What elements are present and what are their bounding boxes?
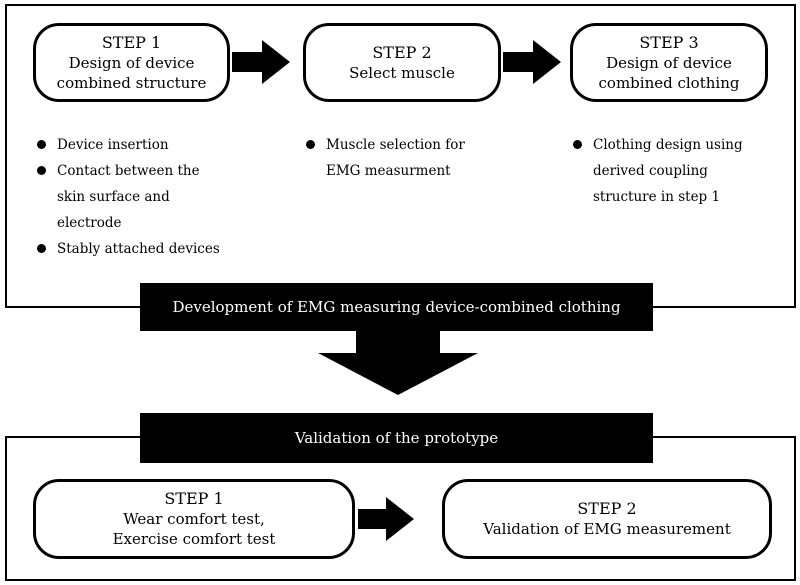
- step-3-bullet-list: Clothing design using derived coupling s…: [573, 132, 783, 210]
- top-step-1-desc: Design of device combined structure: [56, 53, 207, 92]
- top-step-1-title: STEP 1: [101, 32, 162, 52]
- top-step-2-title: STEP 2: [372, 42, 432, 62]
- development-banner: Development of EMG measuring device-comb…: [140, 283, 653, 331]
- list-item: Clothing design using derived coupling s…: [573, 132, 783, 210]
- bullet-icon: [37, 166, 46, 175]
- top-step-2-desc: Select muscle: [349, 63, 455, 82]
- bottom-step-1-box: STEP 1 Wear comfort test, Exercise comfo…: [33, 479, 355, 559]
- list-item: Device insertion: [37, 132, 247, 158]
- top-step-3-desc: Design of device combined clothing: [598, 53, 740, 92]
- top-step-1-box: STEP 1 Design of device combined structu…: [33, 23, 230, 102]
- list-item: Contact between the skin surface and ele…: [37, 158, 247, 236]
- bullet-icon: [37, 244, 46, 253]
- list-item: Muscle selection for EMG measurment: [306, 132, 506, 184]
- down-arrow-icon: [318, 331, 478, 395]
- bottom-step-2-title: STEP 2: [577, 499, 637, 518]
- list-item: Stably attached devices: [37, 236, 247, 262]
- right-arrow-icon: [503, 40, 561, 84]
- bottom-step-1-title: STEP 1: [164, 489, 224, 508]
- bullet-icon: [37, 140, 46, 149]
- step-2-bullet-list: Muscle selection for EMG measurment: [306, 132, 506, 184]
- bullet-icon: [306, 140, 315, 149]
- validation-banner: Validation of the prototype: [140, 413, 653, 463]
- step-1-bullet-list: Device insertion Contact between the ski…: [37, 132, 247, 262]
- top-step-2-box: STEP 2 Select muscle: [303, 23, 501, 102]
- top-step-3-title: STEP 3: [639, 32, 699, 52]
- bottom-step-2-box: STEP 2 Validation of EMG measurement: [442, 479, 772, 559]
- bottom-step-2-desc: Validation of EMG measurement: [483, 520, 731, 538]
- top-step-3-box: STEP 3 Design of device combined clothin…: [570, 23, 768, 102]
- bullet-icon: [573, 140, 582, 149]
- right-arrow-icon: [232, 40, 290, 84]
- bottom-step-1-desc: Wear comfort test, Exercise comfort test: [112, 510, 276, 548]
- right-arrow-icon: [358, 497, 414, 541]
